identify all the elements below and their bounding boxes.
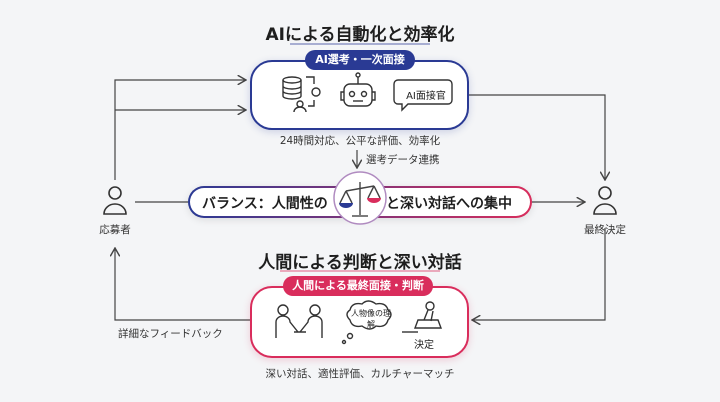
database-gear-icon: [282, 76, 321, 113]
balance-text-left: バランス：人間性の: [202, 196, 328, 212]
human-caption: 深い対話、適性評価、カルチャーマッチ: [265, 368, 455, 380]
ai-icons: [282, 72, 453, 113]
handshake-icon: [275, 304, 323, 338]
robot-icon: [340, 72, 376, 107]
thought-label: 人物像の理解: [351, 309, 391, 329]
ai-section-title: AIによる自動化と効率化: [265, 25, 455, 45]
speech-bubble-icon: [393, 79, 453, 112]
decision-label: 最終決定: [584, 224, 626, 236]
decision-to-human-arrow: [472, 228, 606, 320]
human-section-title: 人間による判断と深い対話: [258, 253, 462, 273]
human-process-box: 人物像の理解 決定: [250, 286, 469, 358]
stamp-icon: [402, 301, 443, 333]
decision-maker-icon: [593, 186, 617, 215]
applicant-icon: [103, 186, 127, 215]
decision-stamp-label: 決定: [414, 340, 434, 351]
ai-caption: 24時間対応、公平な評価、効率化: [279, 135, 441, 147]
applicant-label: 応募者: [99, 224, 131, 236]
applicant-to-ai-arrow: [114, 80, 246, 180]
ai-process-box: AI面接官: [250, 60, 469, 130]
ai-to-decision-arrow: [468, 94, 605, 180]
ai-interviewer-label: AI面接官: [406, 91, 446, 102]
data-link-label: 選考データ連携: [366, 154, 440, 166]
balance-text-right: と深い対話への集中: [386, 196, 512, 212]
feedback-label: 詳細なフィードバック: [118, 328, 223, 340]
thought-bubble-icon: [341, 300, 392, 345]
feedback-arrow: [115, 248, 250, 321]
human-icons: [275, 300, 443, 345]
human-badge: 人間による最終面接・判断: [283, 276, 433, 296]
ai-badge: AI選考・一次面接: [305, 50, 415, 70]
